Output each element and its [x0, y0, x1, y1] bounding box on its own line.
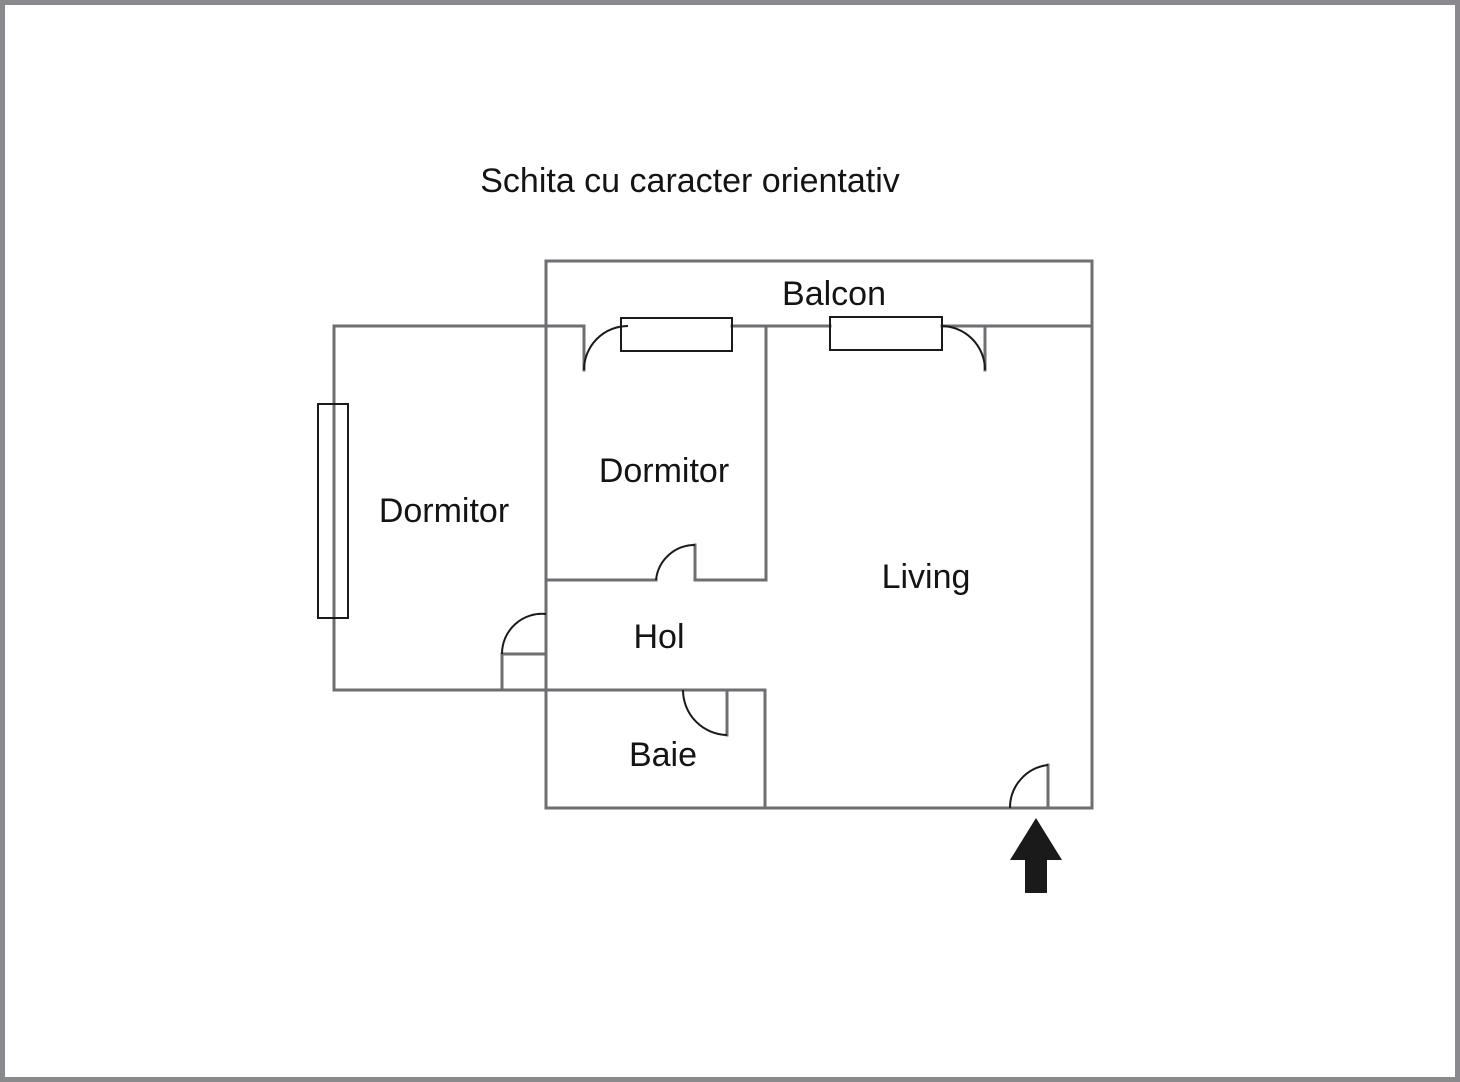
door-entrance — [1008, 764, 1049, 809]
window-balcon-right — [829, 316, 943, 351]
entrance-arrow-group — [1010, 818, 1062, 893]
windows-group — [317, 316, 943, 619]
page-title: Schita cu caracter orientativ — [480, 162, 900, 200]
room-label-living: Living — [882, 558, 971, 596]
room-label-baie: Baie — [629, 736, 697, 774]
door-dormitor-hol — [655, 543, 696, 581]
window-dormitor-left — [317, 403, 349, 619]
room-label-balcon: Balcon — [782, 275, 886, 313]
walls-group — [332, 259, 1094, 810]
door-hol-dormitor-left — [500, 612, 547, 655]
window-balcon-left — [620, 317, 733, 352]
entrance-arrow — [1010, 818, 1062, 893]
room-label-hol: Hol — [633, 618, 684, 656]
room-label-dormitor-left: Dormitor — [379, 492, 509, 530]
door-arcs-group — [500, 325, 1049, 809]
room-label-dormitor-top: Dormitor — [599, 452, 729, 490]
door-baie — [682, 689, 728, 736]
door-balcon-right — [940, 325, 986, 371]
